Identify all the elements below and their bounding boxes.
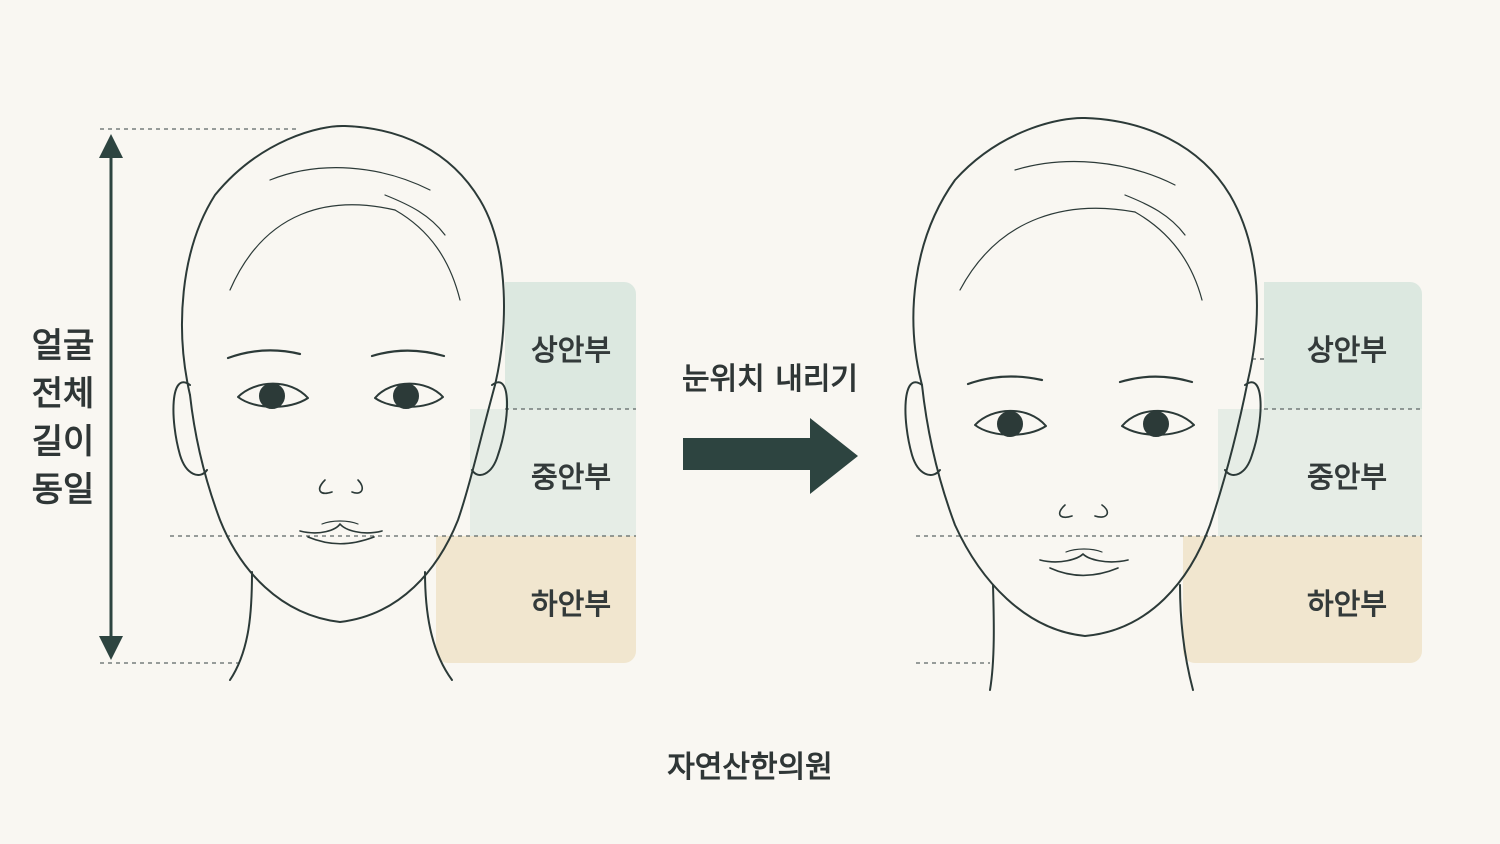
arrow-down-head — [99, 636, 123, 660]
left-hair-line-1 — [229, 204, 396, 291]
left-upper-zone — [505, 282, 636, 409]
left-hair-line-3 — [394, 209, 461, 301]
left-lower-zone-label: 하안부 — [530, 587, 612, 621]
right-brow-right — [1118, 375, 1194, 384]
left-lip-top — [321, 520, 359, 525]
left-brow-left — [226, 349, 302, 360]
left-guide-lines — [100, 128, 636, 664]
left-neck-left — [229, 571, 253, 681]
face-length-line-3: 길이 — [31, 422, 95, 462]
left-ear-left — [172, 381, 208, 476]
right-mouth — [1039, 553, 1129, 577]
left-hair-line-2 — [269, 167, 431, 191]
right-face-drawing — [904, 116, 1262, 691]
right-middle-zone — [1218, 409, 1422, 536]
face-length-label: 얼굴 전체 길이 동일 — [18, 322, 108, 514]
left-mouth — [299, 523, 383, 545]
arrow-up-head — [99, 134, 123, 158]
face-length-line-1: 얼굴 — [31, 326, 95, 366]
face-length-line-2: 전체 — [31, 374, 95, 414]
left-head-outline — [181, 124, 505, 396]
right-middle-zone-label: 중안부 — [1306, 460, 1388, 494]
left-zone-panels — [436, 282, 636, 663]
right-zone-panels — [1183, 282, 1422, 663]
right-neck-left — [989, 584, 995, 691]
left-eye-left-outline — [237, 382, 309, 408]
right-ear-left — [904, 381, 941, 476]
right-nose — [1058, 504, 1109, 519]
face-length-line-4: 동일 — [31, 470, 95, 510]
left-upper-zone-label: 상안부 — [530, 333, 612, 367]
right-hair-line-2 — [1014, 160, 1176, 186]
right-brow-left — [966, 375, 1044, 386]
left-face-outline — [189, 384, 496, 623]
left-eye-left-pupil — [259, 383, 285, 409]
right-upper-zone-label: 상안부 — [1306, 333, 1388, 367]
right-head-outline — [912, 116, 1258, 386]
right-lower-zone-label: 하안부 — [1306, 587, 1388, 621]
left-middle-zone-label: 중안부 — [530, 460, 612, 494]
brand-name: 자연산한의원 — [667, 750, 833, 785]
left-hair-line-4 — [384, 194, 446, 236]
left-lower-zone — [436, 536, 636, 663]
left-middle-zone — [470, 409, 636, 536]
right-hair-line-3 — [1134, 211, 1203, 301]
right-lower-zone — [1183, 536, 1422, 663]
left-ear-right — [471, 381, 509, 476]
right-eye-right-outline — [1121, 409, 1195, 436]
right-neck-right — [1179, 584, 1194, 691]
left-eye-right-outline — [374, 382, 444, 408]
left-eye-right-pupil — [393, 383, 419, 409]
transition-caption: 눈위치 내리기 — [681, 362, 859, 397]
right-hair-line-1 — [959, 207, 1136, 291]
right-ear-right — [1224, 381, 1262, 476]
left-face-drawing — [172, 124, 509, 681]
right-eye-left-pupil — [997, 411, 1023, 437]
right-eye-left-outline — [974, 409, 1047, 436]
right-eye-right-pupil — [1143, 411, 1169, 437]
left-brow-right — [370, 349, 446, 358]
right-upper-zone — [1264, 282, 1422, 409]
right-face-outline — [921, 379, 1249, 637]
right-arrow-icon — [683, 418, 858, 494]
left-nose — [318, 479, 364, 495]
length-arrow — [99, 134, 123, 660]
left-neck-right — [424, 571, 453, 681]
right-lip-top — [1065, 548, 1103, 553]
right-hair-line-4 — [1124, 194, 1186, 236]
